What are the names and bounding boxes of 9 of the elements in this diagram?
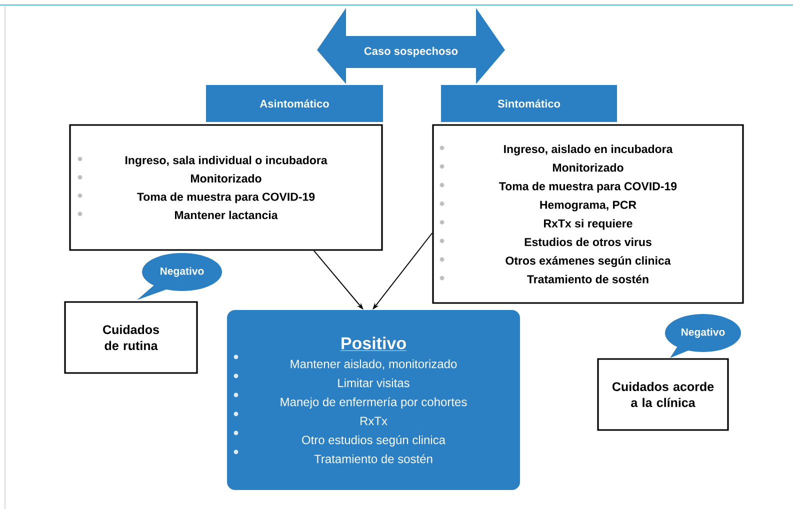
- result-box: Cuidados de rutina: [64, 301, 198, 374]
- speech-bubble: Negativo: [665, 314, 741, 358]
- result-box: Cuidados acorde a la clínica: [597, 358, 729, 431]
- list-box: Ingreso, sala individual o incubadora Monitorizado Toma de muestra para COVID-19 Mantener lactancia: [69, 124, 383, 251]
- category-band: Sintomático: [441, 85, 617, 122]
- category-band: Asintomático: [206, 85, 383, 122]
- speech-bubble: Negativo: [137, 253, 222, 300]
- result-box: Positivo Mantener aislado, monitorizado Limitar visitas Manejo de enfermería por cohortes RxTx Otro estudios según clinica Tratamiento de sostén: [227, 310, 520, 490]
- list-box: Ingreso, aislado en incubadora Monitorizado Toma de muestra para COVID-19 Hemograma, PCR RxTx si requiere Estudios de otros virus Otros exámenes según clinica Tratamiento de sostén: [432, 124, 744, 304]
